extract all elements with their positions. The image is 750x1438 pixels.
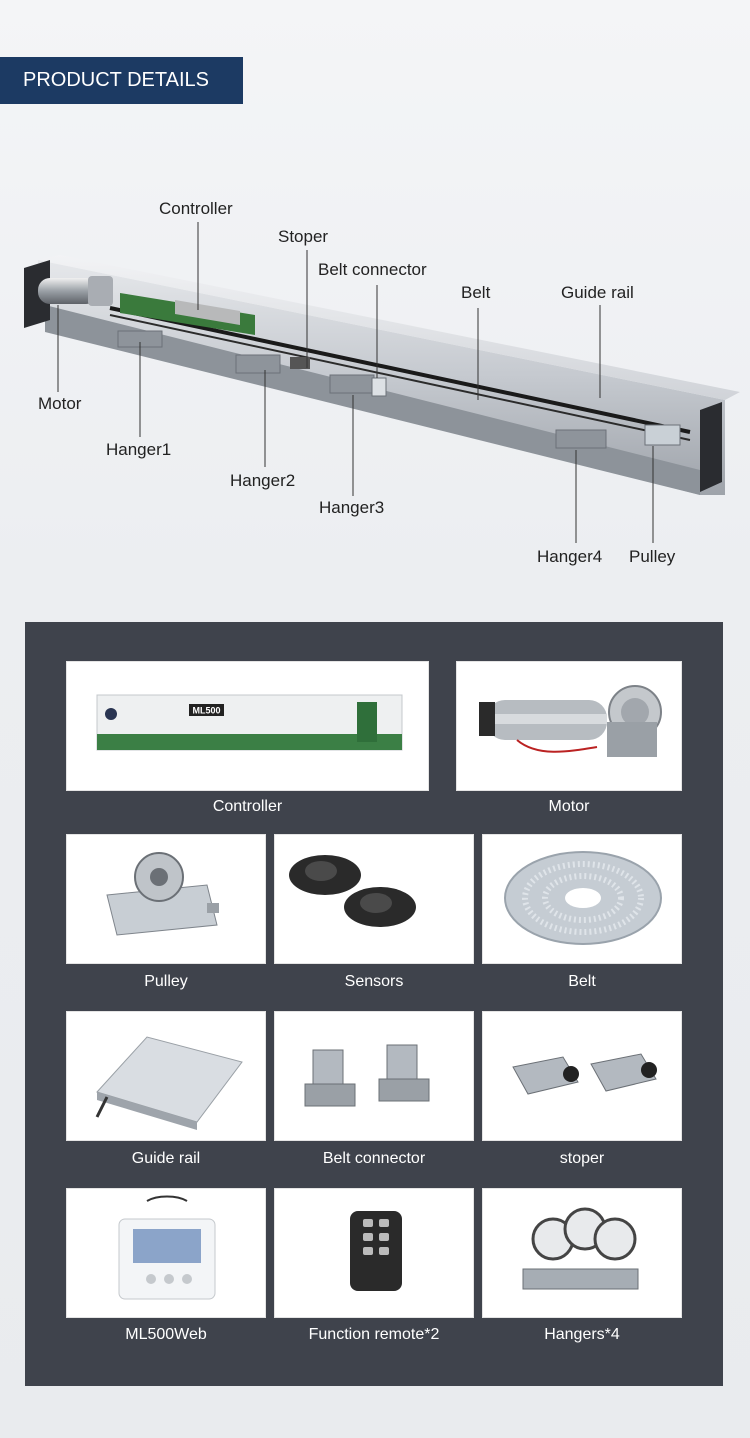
function-remote-image [350,1211,402,1291]
part-card-ml500web [66,1188,266,1318]
callout-belt-connector: Belt connector [318,260,427,279]
part-card-belt-connector [274,1011,474,1141]
callout-hanger1: Hanger1 [106,440,172,459]
part-label-guide-rail: Guide rail [131,1150,201,1167]
callout-stoper: Stoper [278,227,329,246]
stoper-image [512,1053,657,1095]
pulley-image [106,852,219,936]
belt-connector-image [304,1044,430,1107]
callout-motor: Motor [38,394,82,413]
operator-diagram: Controller Stoper Belt connector Belt Gu… [0,110,750,600]
part-label-function-remote: Function remote*2 [308,1326,440,1343]
callout-belt: Belt [461,283,491,302]
guide-rail-image [95,1036,243,1130]
section-banner: PRODUCT DETAILS [0,57,243,104]
part-label-stoper: stoper [559,1150,605,1167]
part-label-belt: Belt [568,973,596,990]
callout-controller: Controller [159,199,233,218]
part-label-sensors: Sensors [344,973,404,990]
controller-image: ML500 [96,694,403,751]
belt-image [504,851,662,945]
callout-hanger4: Hanger4 [537,547,603,566]
part-label-controller: Controller [212,798,283,815]
part-label-ml500web: ML500Web [125,1326,207,1343]
part-card-hangers [482,1188,682,1318]
part-card-motor [456,661,682,791]
operator-illustration [24,222,740,543]
banner-title: PRODUCT DETAILS [23,69,209,91]
callout-guide-rail: Guide rail [561,283,634,302]
hangers-image [522,1207,639,1290]
callout-hanger2: Hanger2 [230,471,296,490]
part-label-motor: Motor [548,798,590,815]
part-card-controller: ML500 [66,661,429,791]
part-card-pulley [66,834,266,964]
part-card-belt [482,834,682,964]
part-card-guide-rail [66,1011,266,1141]
part-label-belt-connector: Belt connector [322,1150,426,1167]
part-card-function-remote [274,1188,474,1318]
part-card-stoper [482,1011,682,1141]
motor-image [479,685,662,757]
part-label-hangers: Hangers*4 [544,1326,620,1343]
part-label-pulley: Pulley [144,973,188,990]
controller-badge: ML500 [192,706,220,716]
ml500web-image [118,1195,216,1300]
callout-pulley: Pulley [629,547,676,566]
parts-panel: ML500 Controller Motor [25,622,723,1386]
sensors-image [289,855,416,927]
callout-hanger3: Hanger3 [319,498,385,517]
part-card-sensors [274,834,474,964]
